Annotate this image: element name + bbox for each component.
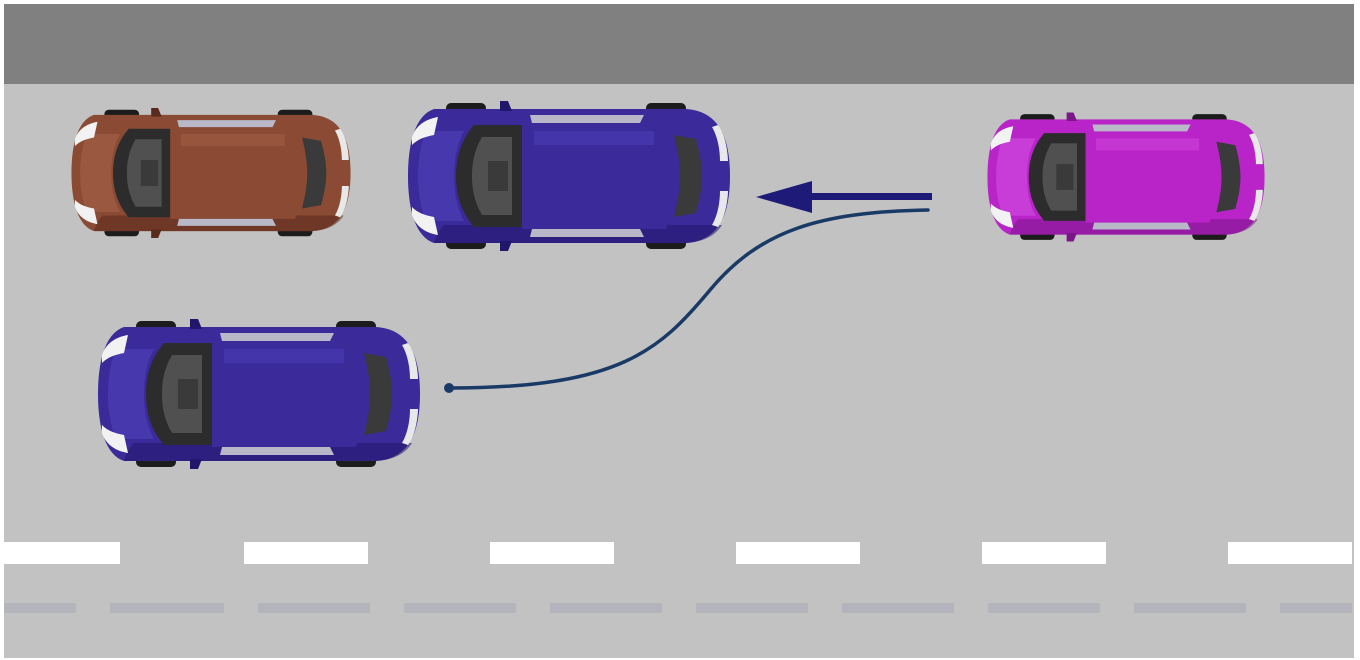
faint-dash: [404, 603, 516, 613]
brown-parked-car: [71, 108, 350, 238]
magenta-parked-car: [987, 112, 1264, 241]
path-end-dot: [444, 383, 454, 393]
faint-dash: [988, 603, 1100, 613]
lane-dash: [1228, 542, 1352, 564]
faint-dash: [258, 603, 370, 613]
faint-dash: [110, 603, 224, 613]
faint-dash: [1134, 603, 1246, 613]
faint-dash: [550, 603, 662, 613]
blue-moving-car: [98, 319, 420, 469]
faint-dash: [842, 603, 954, 613]
lane-dash: [4, 542, 120, 564]
faint-dash: [4, 603, 76, 613]
lane-dash: [490, 542, 614, 564]
faint-dash: [696, 603, 808, 613]
lane-dash: [982, 542, 1106, 564]
sidewalk: [4, 4, 1354, 84]
lane-dash: [736, 542, 860, 564]
blue-parked-car: [408, 101, 730, 251]
lane-dash: [244, 542, 368, 564]
faint-dash: [1280, 603, 1352, 613]
